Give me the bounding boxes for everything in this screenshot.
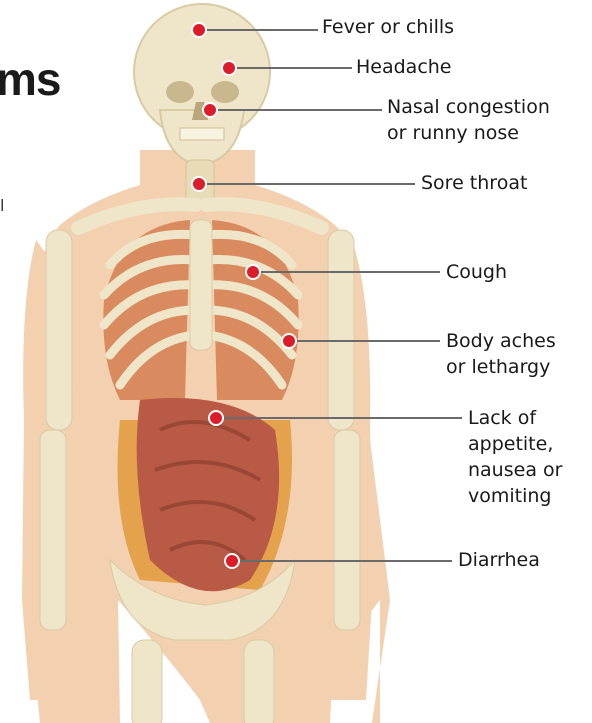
appetite-label: Lack ofappetite,nausea orvomiting [468, 405, 562, 509]
left-humerus [46, 230, 72, 430]
diarrhea-label: Diarrhea [458, 547, 540, 573]
aches-label-line: Body aches [446, 328, 556, 354]
fever-label: Fever or chills [322, 14, 454, 40]
right-forearm [334, 430, 360, 630]
headache-marker-dot [222, 61, 236, 75]
throat-label: Sore throat [421, 170, 527, 196]
cropped-title-fragment: ms [0, 52, 60, 106]
right-humerus [328, 230, 354, 430]
fever-marker-dot [192, 23, 206, 37]
diarrhea-marker-dot [225, 554, 239, 568]
throat-label-line: Sore throat [421, 170, 527, 196]
appetite-label-line: nausea or [468, 457, 562, 483]
fever-label-line: Fever or chills [322, 14, 454, 40]
nasal-label-line: or runny nose [387, 120, 550, 146]
nasal-label: Nasal congestionor runny nose [387, 94, 550, 146]
nasal-marker-dot [203, 103, 217, 117]
cropped-text-fragment: l [0, 196, 4, 215]
sternum [190, 220, 212, 350]
appetite-label-line: appetite, [468, 431, 562, 457]
throat-marker-dot [192, 177, 206, 191]
appetite-marker-dot [209, 411, 223, 425]
cough-marker-dot [246, 265, 260, 279]
left-forearm [40, 430, 66, 630]
cough-label: Cough [446, 259, 507, 285]
right-eye-socket [211, 81, 239, 103]
left-eye-socket [166, 81, 194, 103]
right-femur [244, 640, 274, 723]
headache-label: Headache [356, 54, 452, 80]
appetite-label-line: vomiting [468, 483, 562, 509]
teeth [180, 128, 224, 140]
left-femur [132, 640, 162, 723]
headache-label-line: Headache [356, 54, 452, 80]
aches-label: Body achesor lethargy [446, 328, 556, 380]
aches-label-line: or lethargy [446, 354, 556, 380]
nasal-label-line: Nasal congestion [387, 94, 550, 120]
diarrhea-label-line: Diarrhea [458, 547, 540, 573]
small-intestine [137, 398, 279, 591]
appetite-label-line: Lack of [468, 405, 562, 431]
aches-marker-dot [282, 334, 296, 348]
cough-label-line: Cough [446, 259, 507, 285]
